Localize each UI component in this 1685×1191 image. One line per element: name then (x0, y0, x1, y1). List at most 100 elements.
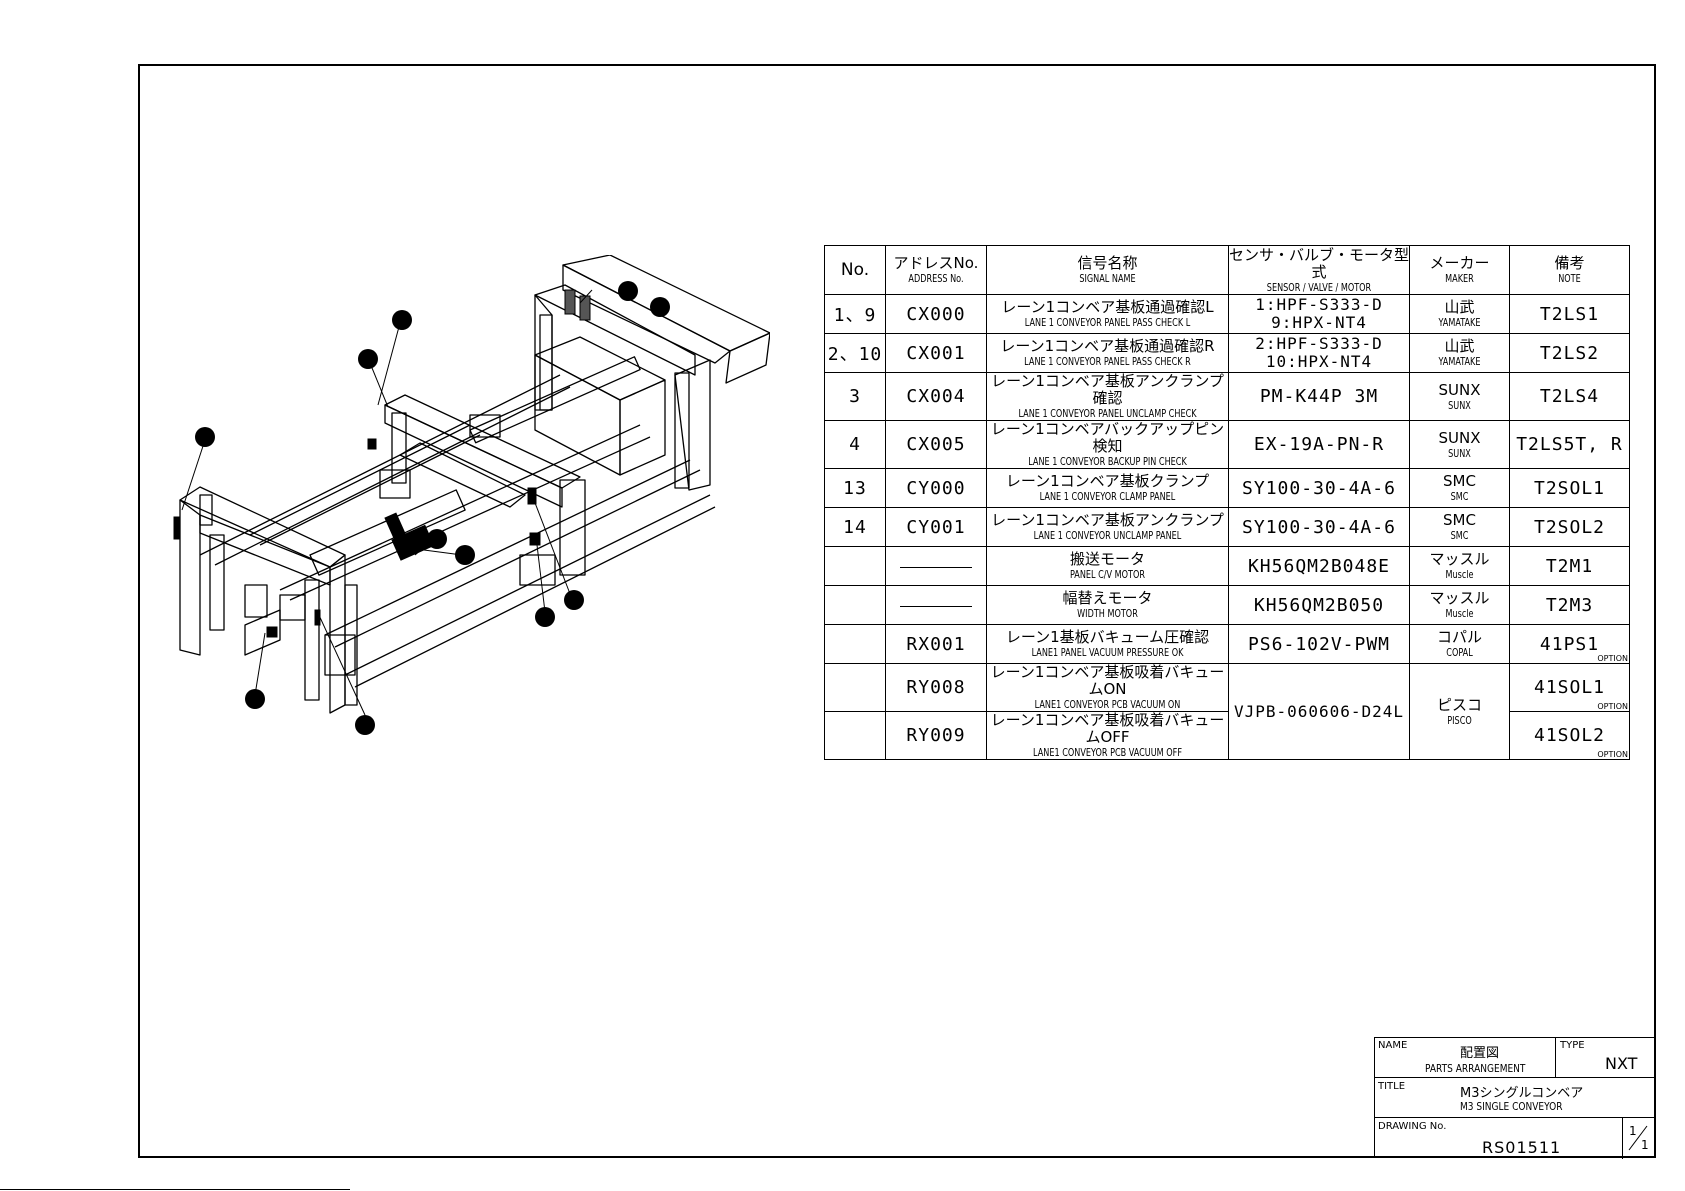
front-frame (179, 486, 346, 568)
drawing-frame (138, 64, 1656, 1158)
cell-no (824, 624, 886, 664)
drawing-row: DRAWING No. RS01511 1 1 (1375, 1118, 1656, 1159)
cell-model: SY100-30-4A-6 (1228, 468, 1410, 508)
sheet-num: 1 (1629, 1124, 1637, 1138)
cell-address (885, 546, 987, 586)
title-jp: M3シングルコンベア (1460, 1086, 1584, 1101)
cell-no (824, 663, 886, 712)
cell-note: T2M1 (1509, 546, 1630, 586)
cell-no: 3 (824, 372, 886, 421)
cell-model: SY100-30-4A-6 (1228, 507, 1410, 547)
cell-address: RY009 (885, 711, 987, 760)
cell-no: 4 (824, 420, 886, 469)
cell-note: T2LS2 (1509, 333, 1630, 373)
cell-address: CX001 (885, 333, 987, 373)
drawing-label: DRAWING No. (1378, 1121, 1447, 1132)
sheet-divider (1622, 1118, 1624, 1159)
conveyor-drawing (173, 255, 770, 735)
cell-no (824, 585, 886, 625)
cell-note: T2LS5T, R (1509, 420, 1630, 469)
cell-address: RX001 (885, 624, 987, 664)
motor-block (534, 336, 666, 401)
cell-no (824, 546, 886, 586)
header-no: No. (824, 245, 886, 295)
header-address: アドレスNo.ADDRESS No. (885, 245, 987, 295)
cell-note: T2LS4 (1509, 372, 1630, 421)
cell-address: CX000 (885, 294, 987, 334)
cell-address: CX005 (885, 420, 987, 469)
bottom-rule (0, 1189, 350, 1190)
title-block: NAME 配置図 PARTS ARRANGEMENT TYPE NXT TITL… (1374, 1037, 1656, 1159)
type-label: TYPE (1560, 1040, 1585, 1051)
cell-note: T2SOL2 (1509, 507, 1630, 547)
cell-model: KH56QM2B048E (1228, 546, 1410, 586)
cell-no: 13 (824, 468, 886, 508)
cell-no: 2、10 (824, 333, 886, 373)
sheet-den: 1 (1641, 1138, 1649, 1152)
cell-model: EX-19A-PN-R (1228, 420, 1410, 469)
name-label: NAME (1378, 1040, 1408, 1051)
cell-address: CX004 (885, 372, 987, 421)
cell-model: PS6-102V-PWM (1228, 624, 1410, 664)
type-value: NXT (1605, 1054, 1638, 1073)
dash-line (900, 566, 972, 568)
type-divider (1555, 1038, 1557, 1078)
cell-note: T2LS1 (1509, 294, 1630, 334)
cell-no: 14 (824, 507, 886, 547)
cell-note: T2SOL1 (1509, 468, 1630, 508)
cell-model: PM-K44P 3M (1228, 372, 1410, 421)
cell-address: RY008 (885, 663, 987, 712)
drawing-number: RS01511 (1482, 1138, 1562, 1157)
name-jp: 配置図 (1460, 1046, 1500, 1061)
cell-note: T2M3 (1509, 585, 1630, 625)
title-en: M3 SINGLE CONVEYOR (1460, 1100, 1563, 1113)
cell-no (824, 711, 886, 760)
title-label: TITLE (1378, 1081, 1406, 1092)
cell-model: VJPB-060606-D24L (1228, 663, 1410, 760)
sheet-slash (1628, 1125, 1648, 1151)
cell-no: 1、9 (824, 294, 886, 334)
cell-address: CY000 (885, 468, 987, 508)
